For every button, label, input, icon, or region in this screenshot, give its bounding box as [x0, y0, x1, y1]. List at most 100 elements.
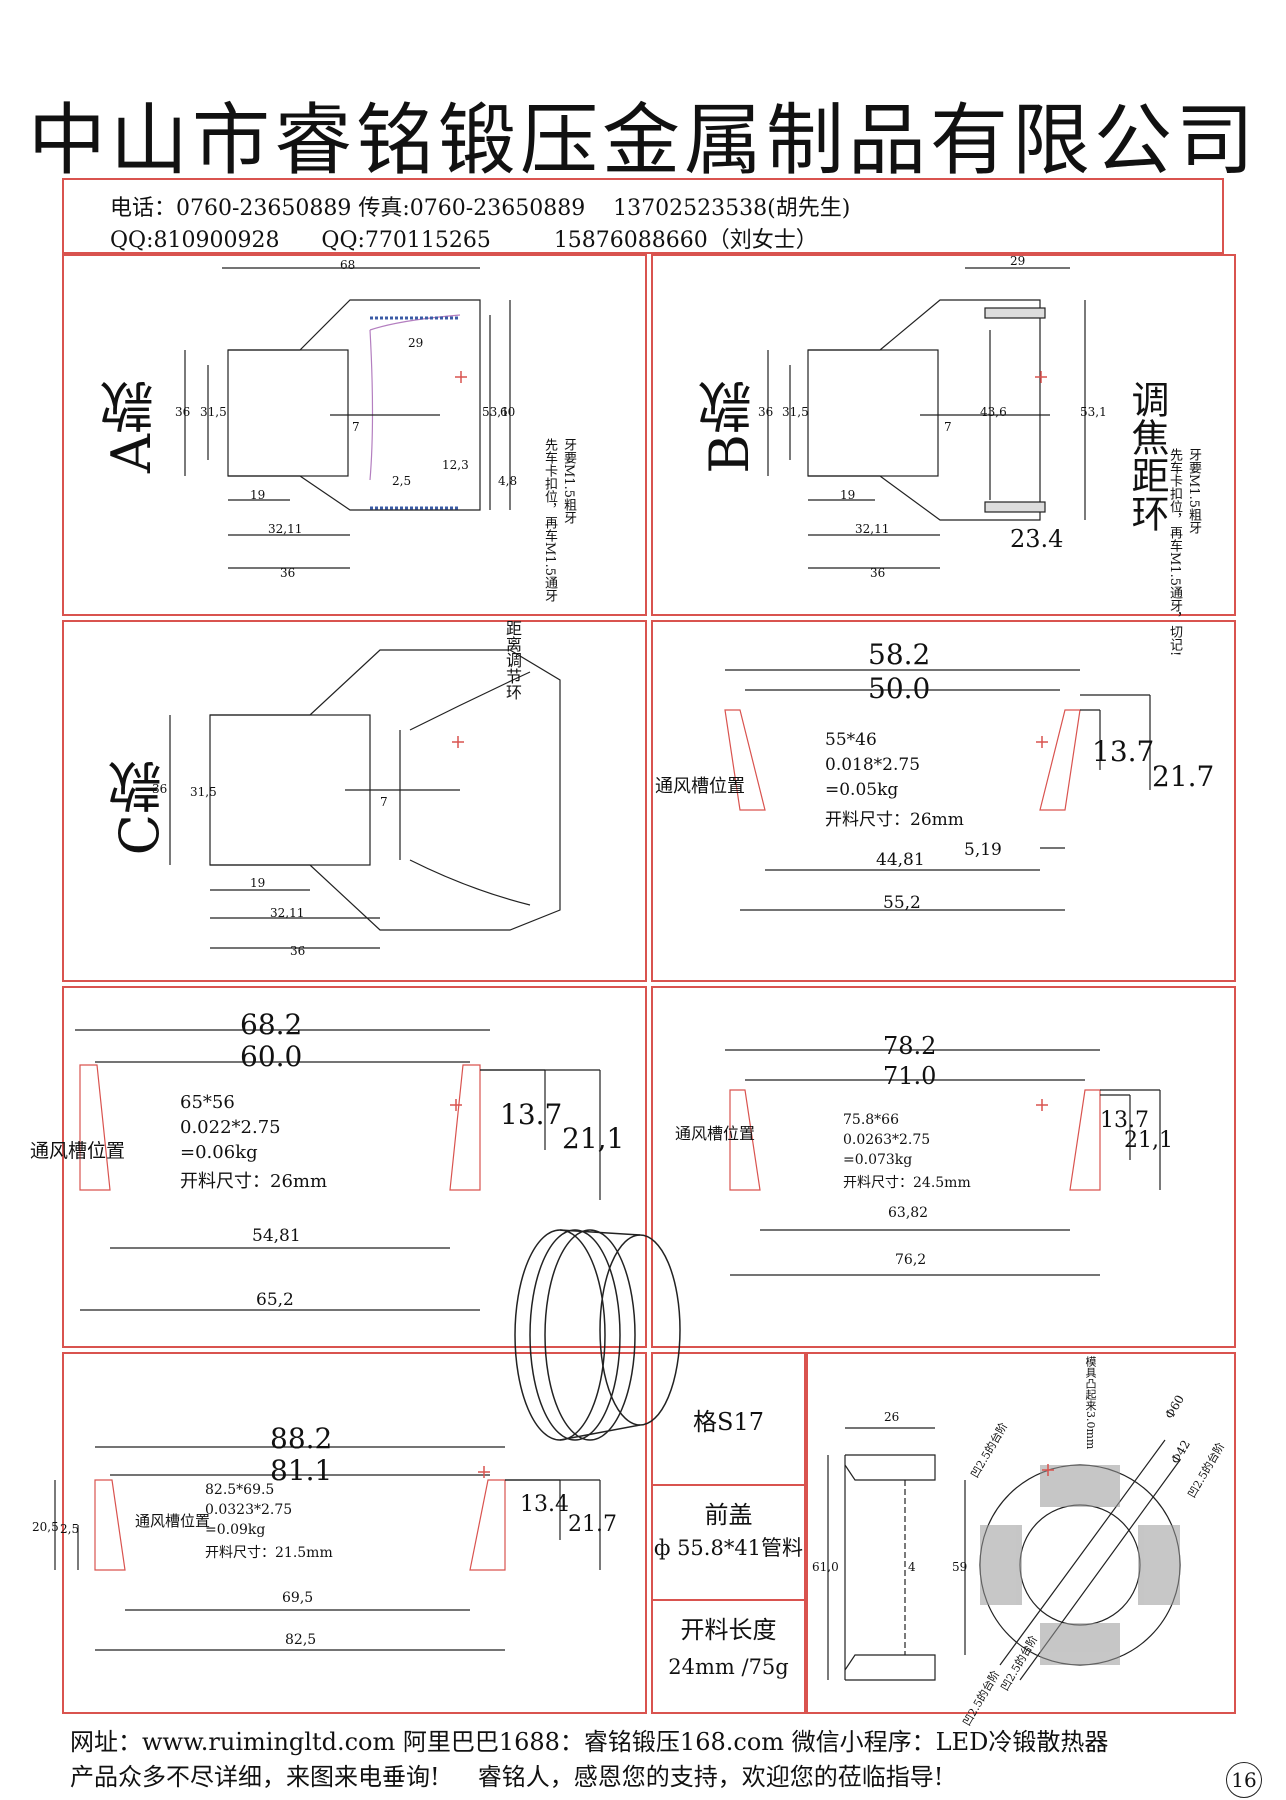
d-spec3: =0.05kg: [825, 780, 899, 800]
g-bottom2: 82,5: [285, 1632, 317, 1648]
e-spec1: 65*56: [180, 1092, 235, 1113]
dim-a-53-1: 53,1: [482, 405, 509, 419]
table-row2b: ф 55.8*41管料: [653, 1536, 804, 1560]
panel-h: [806, 1352, 1236, 1714]
dim-b-53-1: 53,1: [1080, 405, 1107, 419]
g-left2: 2,5: [60, 1522, 80, 1536]
f-top2: 71.0: [883, 1062, 937, 1090]
f-right2: 21,1: [1124, 1128, 1173, 1153]
dim-a-36b: 36: [280, 566, 296, 580]
d-spec2: 0.018*2.75: [825, 755, 921, 775]
e-spec3: =0.06kg: [180, 1142, 258, 1163]
panel-table: [651, 1352, 806, 1714]
dim-b-29: 29: [1010, 254, 1026, 268]
h-dim-top: 26: [884, 1410, 900, 1424]
dim-a-12-3: 12,3: [442, 458, 469, 472]
d-spec4: 开料尺寸：26mm: [825, 810, 964, 830]
e-vent: 通风槽位置: [30, 1140, 126, 1162]
d-bottom1: 44,81: [876, 850, 925, 870]
footer-line-1: 网址：www.ruimingltd.com 阿里巴巴1688：睿铭锻压168.c…: [70, 1728, 1109, 1756]
panel-c: [62, 620, 647, 982]
contact-line-2: QQ:810900928 QQ:770115265 15876088660（刘女…: [110, 228, 818, 253]
dim-b-32-11: 32,11: [855, 522, 890, 536]
d-vent: 通风槽位置: [655, 776, 745, 797]
f-spec4: 开料尺寸：24.5mm: [843, 1175, 971, 1191]
g-left1: 20,5: [32, 1520, 59, 1534]
table-row1: 格S17: [693, 1408, 764, 1436]
g-top1: 88.2: [270, 1422, 333, 1455]
e-spec4: 开料尺寸：26mm: [180, 1171, 328, 1192]
f-top1: 78.2: [883, 1032, 937, 1060]
panel-a: [62, 254, 647, 616]
h-dim-small: 4: [908, 1560, 916, 1574]
g-spec3: =0.09kg: [205, 1522, 266, 1538]
company-title: 中山市睿铭锻压金属制品有限公司: [27, 96, 1258, 186]
dim-a-60: 60: [500, 405, 516, 419]
dim-a-31-5: 31,5: [200, 405, 227, 419]
page-number: 16: [1226, 1762, 1262, 1798]
dim-c-31-5: 31,5: [190, 785, 217, 799]
d-top1: 58.2: [868, 638, 931, 671]
panel-g: [62, 1352, 647, 1714]
dim-a-29: 29: [408, 336, 424, 350]
table-row2a: 前盖: [704, 1501, 753, 1529]
dim-c-36b: 36: [290, 944, 306, 958]
f-bottom2: 76,2: [895, 1252, 927, 1268]
f-spec1: 75.8*66: [843, 1112, 899, 1128]
h-dim-left: 61,0: [812, 1560, 839, 1574]
g-spec2: 0.0323*2.75: [205, 1502, 293, 1518]
dim-a-7: 7: [352, 420, 360, 434]
dim-a-36: 36: [175, 405, 191, 419]
note-a: 牙要M1.5粗牙 先车卡扣位，再车M1.5通牙: [542, 438, 576, 602]
contact-line-1: 电话：0760-23650889 传真:0760-23650889 137025…: [110, 196, 851, 221]
e-spec2: 0.022*2.75: [180, 1117, 281, 1138]
g-right1: 13.4: [520, 1492, 569, 1517]
g-vent: 通风槽位置: [135, 1512, 211, 1530]
f-spec2: 0.0263*2.75: [843, 1132, 931, 1148]
g-bottom1: 69,5: [282, 1590, 314, 1606]
d-right1: 13.7: [1092, 735, 1155, 768]
g-right2: 21.7: [568, 1512, 617, 1537]
dim-a-4-8: 4,8: [498, 474, 518, 488]
d-bottom-small: 5,19: [964, 840, 1002, 860]
dim-b-31-5: 31,5: [782, 405, 809, 419]
panel-f: [651, 986, 1236, 1348]
e-bottom1: 54,81: [252, 1226, 301, 1246]
e-right2: 21,1: [562, 1122, 625, 1155]
dim-b-19: 19: [840, 488, 856, 502]
dim-c-19: 19: [250, 876, 266, 890]
table-row3b: 24mm /75g: [668, 1655, 789, 1679]
note-c: 距离调节环: [503, 620, 522, 700]
focus-ring-label: 调焦距环: [1125, 380, 1169, 532]
dim-a-19: 19: [250, 488, 266, 502]
g-spec4: 开料尺寸：21.5mm: [205, 1545, 333, 1561]
e-bottom2: 65,2: [256, 1290, 294, 1310]
e-top2: 60.0: [240, 1040, 303, 1073]
dim-b-23-4: 23.4: [1010, 525, 1064, 553]
e-top1: 68.2: [240, 1008, 303, 1041]
dim-a-68: 68: [340, 258, 356, 272]
label-b: B款: [698, 380, 761, 474]
d-top2: 50.0: [868, 672, 931, 705]
dim-a-2-5: 2,5: [392, 474, 412, 488]
dim-a-32-11: 32,11: [268, 522, 303, 536]
label-c: C款: [108, 760, 171, 856]
panel-b: [651, 254, 1236, 616]
d-bottom2: 55,2: [883, 893, 921, 913]
f-vent: 通风槽位置: [675, 1124, 756, 1143]
e-right1: 13.7: [500, 1098, 563, 1131]
g-top2: 81.1: [270, 1454, 333, 1487]
dim-b-43-6: 43,6: [980, 405, 1007, 419]
f-bottom1: 63,82: [888, 1205, 929, 1221]
label-a: A款: [100, 380, 163, 473]
d-spec1: 55*46: [825, 730, 877, 750]
panel-e: [62, 986, 647, 1348]
panel-d: [651, 620, 1236, 982]
g-spec1: 82.5*69.5: [205, 1482, 275, 1498]
d-right2: 21.7: [1152, 760, 1215, 793]
dim-b-36b: 36: [870, 566, 886, 580]
dim-b-7: 7: [944, 420, 952, 434]
footer-line-2: 产品众多不尽详细，来图来电垂询! 睿铭人，感恩您的支持，欢迎您的莅临指导!: [70, 1763, 944, 1791]
table-row3a: 开料长度: [680, 1616, 777, 1644]
